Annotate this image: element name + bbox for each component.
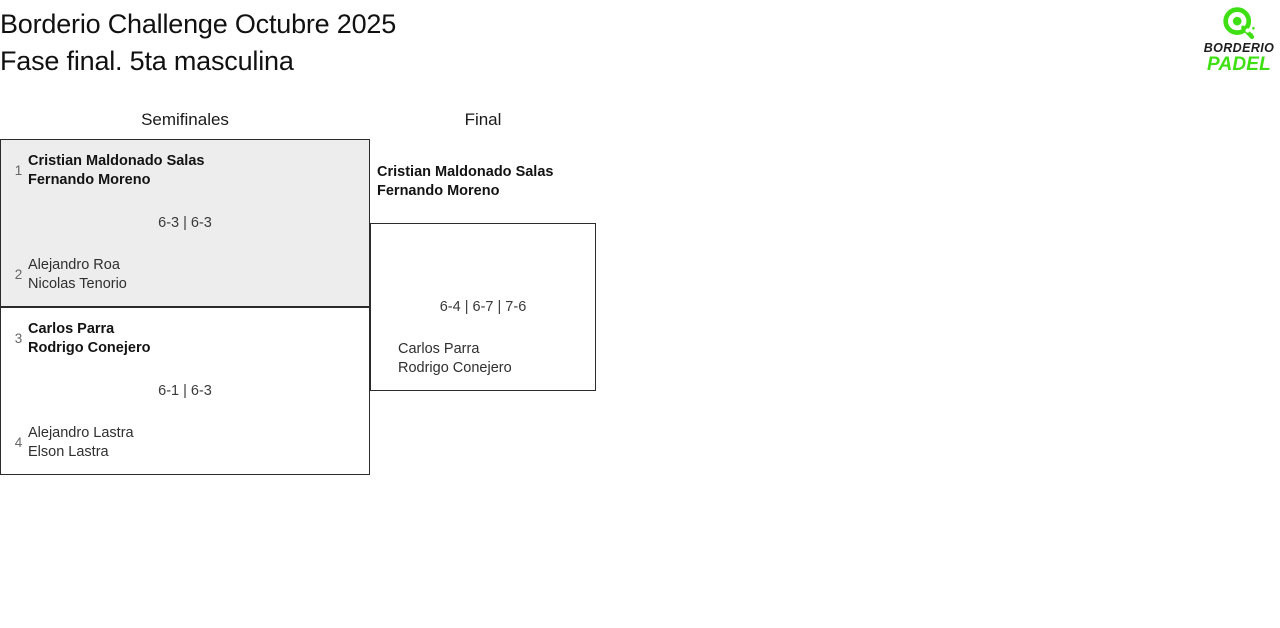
team-names: Alejandro Roa Nicolas Tenorio (28, 256, 369, 294)
player-name: Rodrigo Conejero (398, 360, 512, 376)
player-name: Elson Lastra (28, 444, 109, 460)
match-competitor-bottom[interactable]: 4 Alejandro Lastra Elson Lastra (1, 424, 369, 462)
seed-number: 3 (14, 331, 23, 346)
seed-number: 2 (14, 267, 23, 282)
player-name: Nicolas Tenorio (28, 276, 127, 292)
match-box-semifinal-1[interactable]: 1 Cristian Maldonado Salas Fernando More… (0, 139, 370, 307)
match-score: 6-3 | 6-3 (158, 215, 212, 231)
borderio-padel-racket-icon (1223, 7, 1255, 40)
page-title: Borderio Challenge Octubre 2025 Fase fin… (0, 6, 900, 80)
match-competitor-bottom[interactable]: Carlos Parra Rodrigo Conejero (371, 340, 595, 378)
tournament-phase: Fase final. 5ta masculina (0, 46, 294, 76)
team-names: Carlos Parra Rodrigo Conejero (398, 340, 595, 378)
match-competitor-bottom[interactable]: 2 Alejandro Roa Nicolas Tenorio (1, 256, 369, 294)
player-name: Alejandro Roa (28, 257, 120, 273)
match-box-semifinal-2[interactable]: 3 Carlos Parra Rodrigo Conejero 6-1 | 6-… (0, 307, 370, 475)
match-competitor-top[interactable]: 3 Carlos Parra Rodrigo Conejero (1, 320, 369, 358)
team-names: Alejandro Lastra Elson Lastra (28, 424, 369, 462)
player-name: Carlos Parra (398, 341, 480, 357)
team-names: Cristian Maldonado Salas Fernando Moreno (28, 152, 369, 190)
seed-number: 1 (14, 163, 23, 178)
champion-label: Cristian Maldonado Salas Fernando Moreno (377, 163, 637, 201)
player-name: Carlos Parra (28, 321, 115, 337)
logo-wordmark-padel: PADEL (1207, 54, 1271, 75)
player-name: Fernando Moreno (377, 183, 500, 199)
player-name: Rodrigo Conejero (28, 340, 151, 356)
match-competitor-top[interactable]: 1 Cristian Maldonado Salas Fernando More… (1, 152, 369, 190)
tournament-name: Borderio Challenge Octubre 2025 (0, 9, 397, 39)
player-name: Fernando Moreno (28, 172, 151, 188)
player-name: Cristian Maldonado Salas (377, 164, 554, 180)
player-name: Alejandro Lastra (28, 425, 134, 441)
seed-number: 4 (14, 435, 23, 450)
match-score: 6-4 | 6-7 | 7-6 (439, 299, 527, 315)
round-header-final: Final (464, 110, 502, 129)
logo-wordmark-borderio: BORDERIO (1203, 41, 1275, 55)
round-header-semifinales: Semifinales (141, 110, 229, 129)
player-name: Cristian Maldonado Salas (28, 153, 205, 169)
team-names: Carlos Parra Rodrigo Conejero (28, 320, 369, 358)
match-score: 6-1 | 6-3 (158, 383, 212, 399)
brand-logo: BORDERIO PADEL (1200, 6, 1278, 76)
match-box-final[interactable]: 6-4 | 6-7 | 7-6 Carlos Parra Rodrigo Con… (370, 223, 596, 391)
